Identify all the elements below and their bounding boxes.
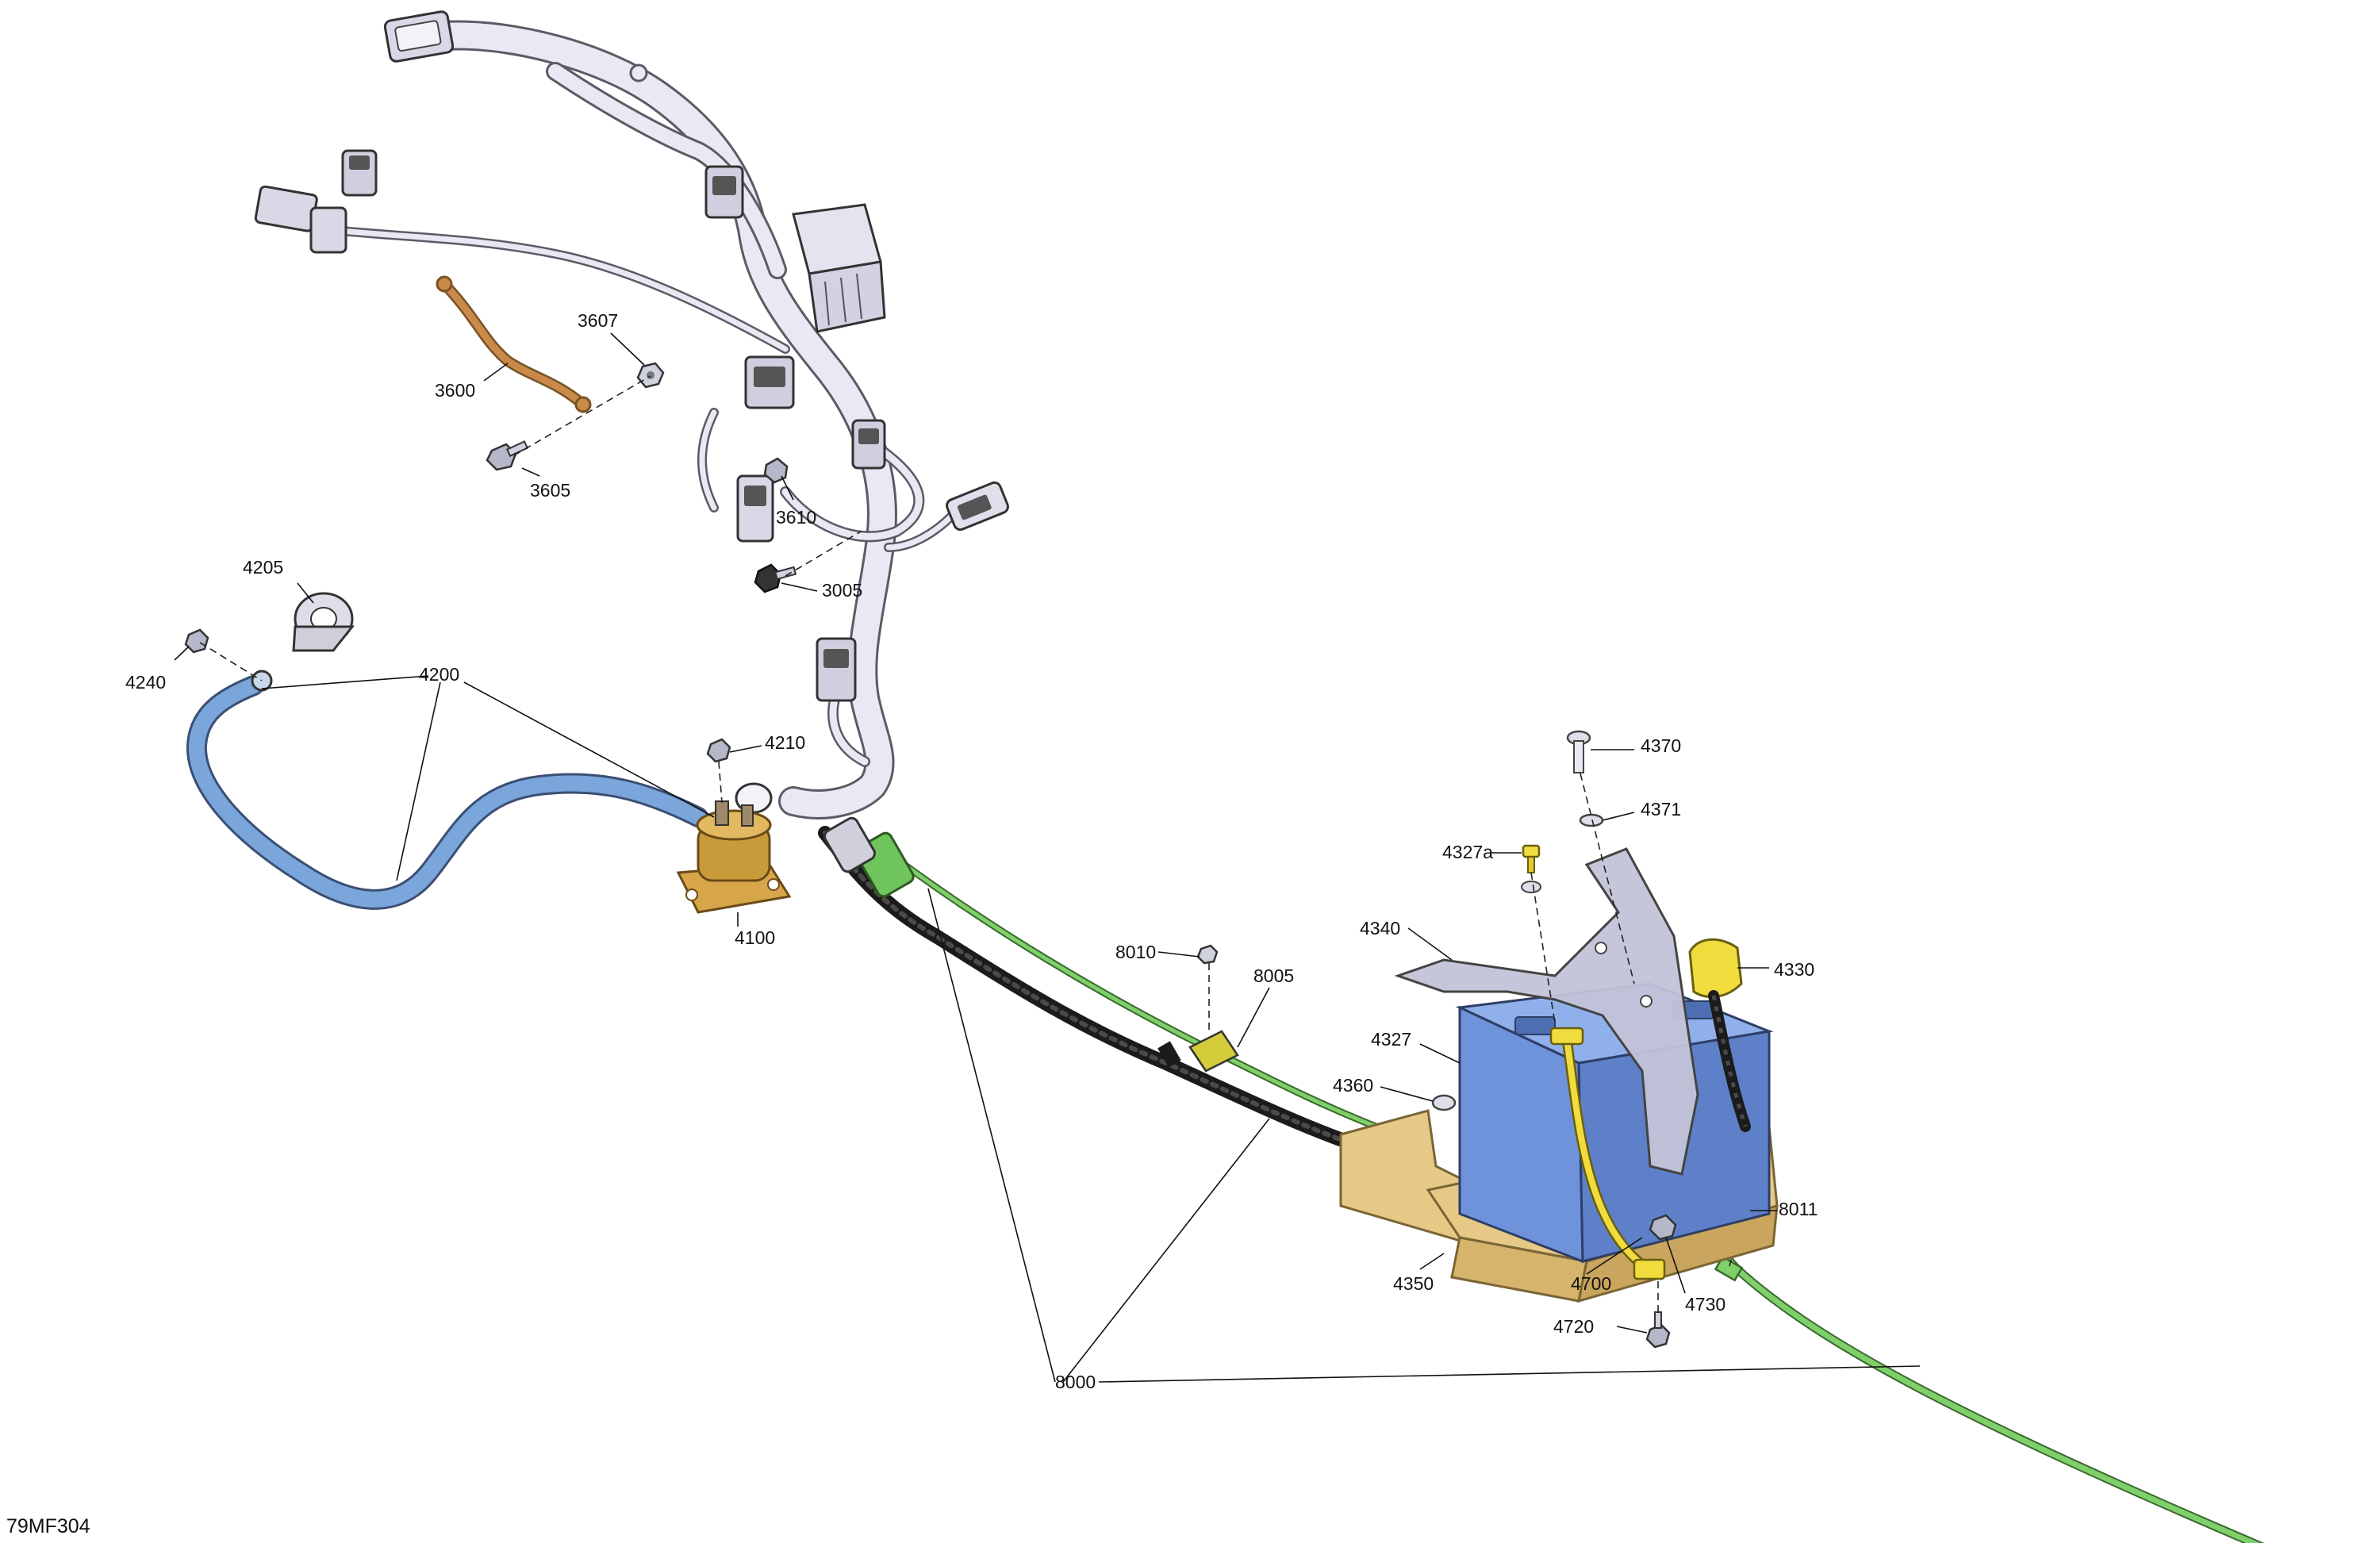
callout-4700: 4700 — [1571, 1273, 1611, 1294]
callout-8005: 8005 — [1253, 965, 1294, 986]
figure-id: 79MF304 — [6, 1515, 90, 1537]
callout-3607: 3607 — [578, 310, 618, 331]
bolt-3005 — [754, 563, 797, 593]
starter-solenoid — [676, 800, 792, 914]
callout-4210: 4210 — [765, 732, 805, 753]
dashed-axis-4370 — [1580, 773, 1635, 985]
dashed-axis-3005 — [785, 531, 862, 577]
callout-4370: 4370 — [1641, 735, 1681, 756]
bolt-4370 — [1566, 730, 1591, 773]
harness-connector-mid-1 — [704, 165, 744, 219]
black-conduit — [818, 826, 1403, 1165]
callout-3600: 3600 — [435, 380, 475, 401]
bolt-4240 — [184, 628, 209, 654]
callout-4720: 4720 — [1553, 1316, 1594, 1337]
terminal-bolt-4327a — [1521, 844, 1541, 893]
dashed-axis-4200 — [199, 642, 263, 681]
screw-8010 — [1196, 944, 1219, 965]
positive-battery-cable — [186, 675, 708, 910]
harness-connector-left-upper — [341, 149, 378, 197]
harness-connector-right — [946, 481, 1009, 532]
harness-connector-mid-2 — [744, 355, 795, 409]
negative-cable-4700 — [1549, 1027, 1666, 1280]
harness-connector-lower-left — [736, 474, 774, 543]
callout-3605: 3605 — [530, 480, 570, 501]
callout-4330: 4330 — [1774, 959, 1814, 980]
dashed-axis-4210 — [718, 761, 723, 804]
callout-8010: 8010 — [1115, 942, 1156, 962]
harness-connector-lower — [816, 637, 857, 702]
harness-connector-top — [383, 10, 455, 63]
cable-clip-8005 — [1157, 1030, 1239, 1073]
nut-4360 — [1431, 1094, 1457, 1111]
callout-4360: 4360 — [1333, 1075, 1373, 1096]
cable-end-boot-4205 — [292, 592, 355, 652]
callout-4100: 4100 — [735, 927, 775, 948]
callout-4205: 4205 — [243, 557, 283, 578]
conduit-connector-grey — [823, 816, 876, 873]
dashed-axis-3600 — [513, 375, 651, 456]
battery-holddown-bracket — [1394, 847, 1699, 1176]
callout-3005: 3005 — [822, 580, 862, 601]
bolt-3605 — [486, 440, 529, 471]
fuse-relay-box — [792, 203, 886, 333]
callout-labels: 3600 3607 3605 3610 3005 4205 4240 4200 … — [125, 310, 1818, 1392]
nut-3607 — [636, 362, 665, 389]
nut-4730 — [1649, 1214, 1677, 1241]
callout-8011: 8011 — [1779, 1199, 1818, 1219]
ground-strap — [436, 275, 592, 413]
washer-4371 — [1579, 813, 1604, 827]
dashed-axis-4327a — [1530, 872, 1556, 1024]
harness-connector-mid-3 — [851, 419, 886, 470]
bolt-4720 — [1645, 1311, 1671, 1349]
callout-3610: 3610 — [776, 507, 816, 528]
callout-4730: 4730 — [1685, 1294, 1726, 1315]
callout-4200: 4200 — [419, 664, 459, 685]
callout-4240: 4240 — [125, 672, 166, 693]
callout-8000: 8000 — [1055, 1372, 1096, 1392]
positive-terminal-boot-4330 — [1688, 938, 1751, 1132]
leader-lines — [174, 332, 1921, 1383]
callout-4327: 4327 — [1371, 1029, 1411, 1050]
nut-4210 — [706, 738, 731, 763]
harness-connector-left-lower — [254, 185, 347, 254]
callout-4371: 4371 — [1641, 799, 1681, 819]
callout-4327a: 4327a — [1442, 842, 1493, 862]
callout-4350: 4350 — [1393, 1273, 1434, 1294]
callout-4340: 4340 — [1360, 918, 1400, 938]
